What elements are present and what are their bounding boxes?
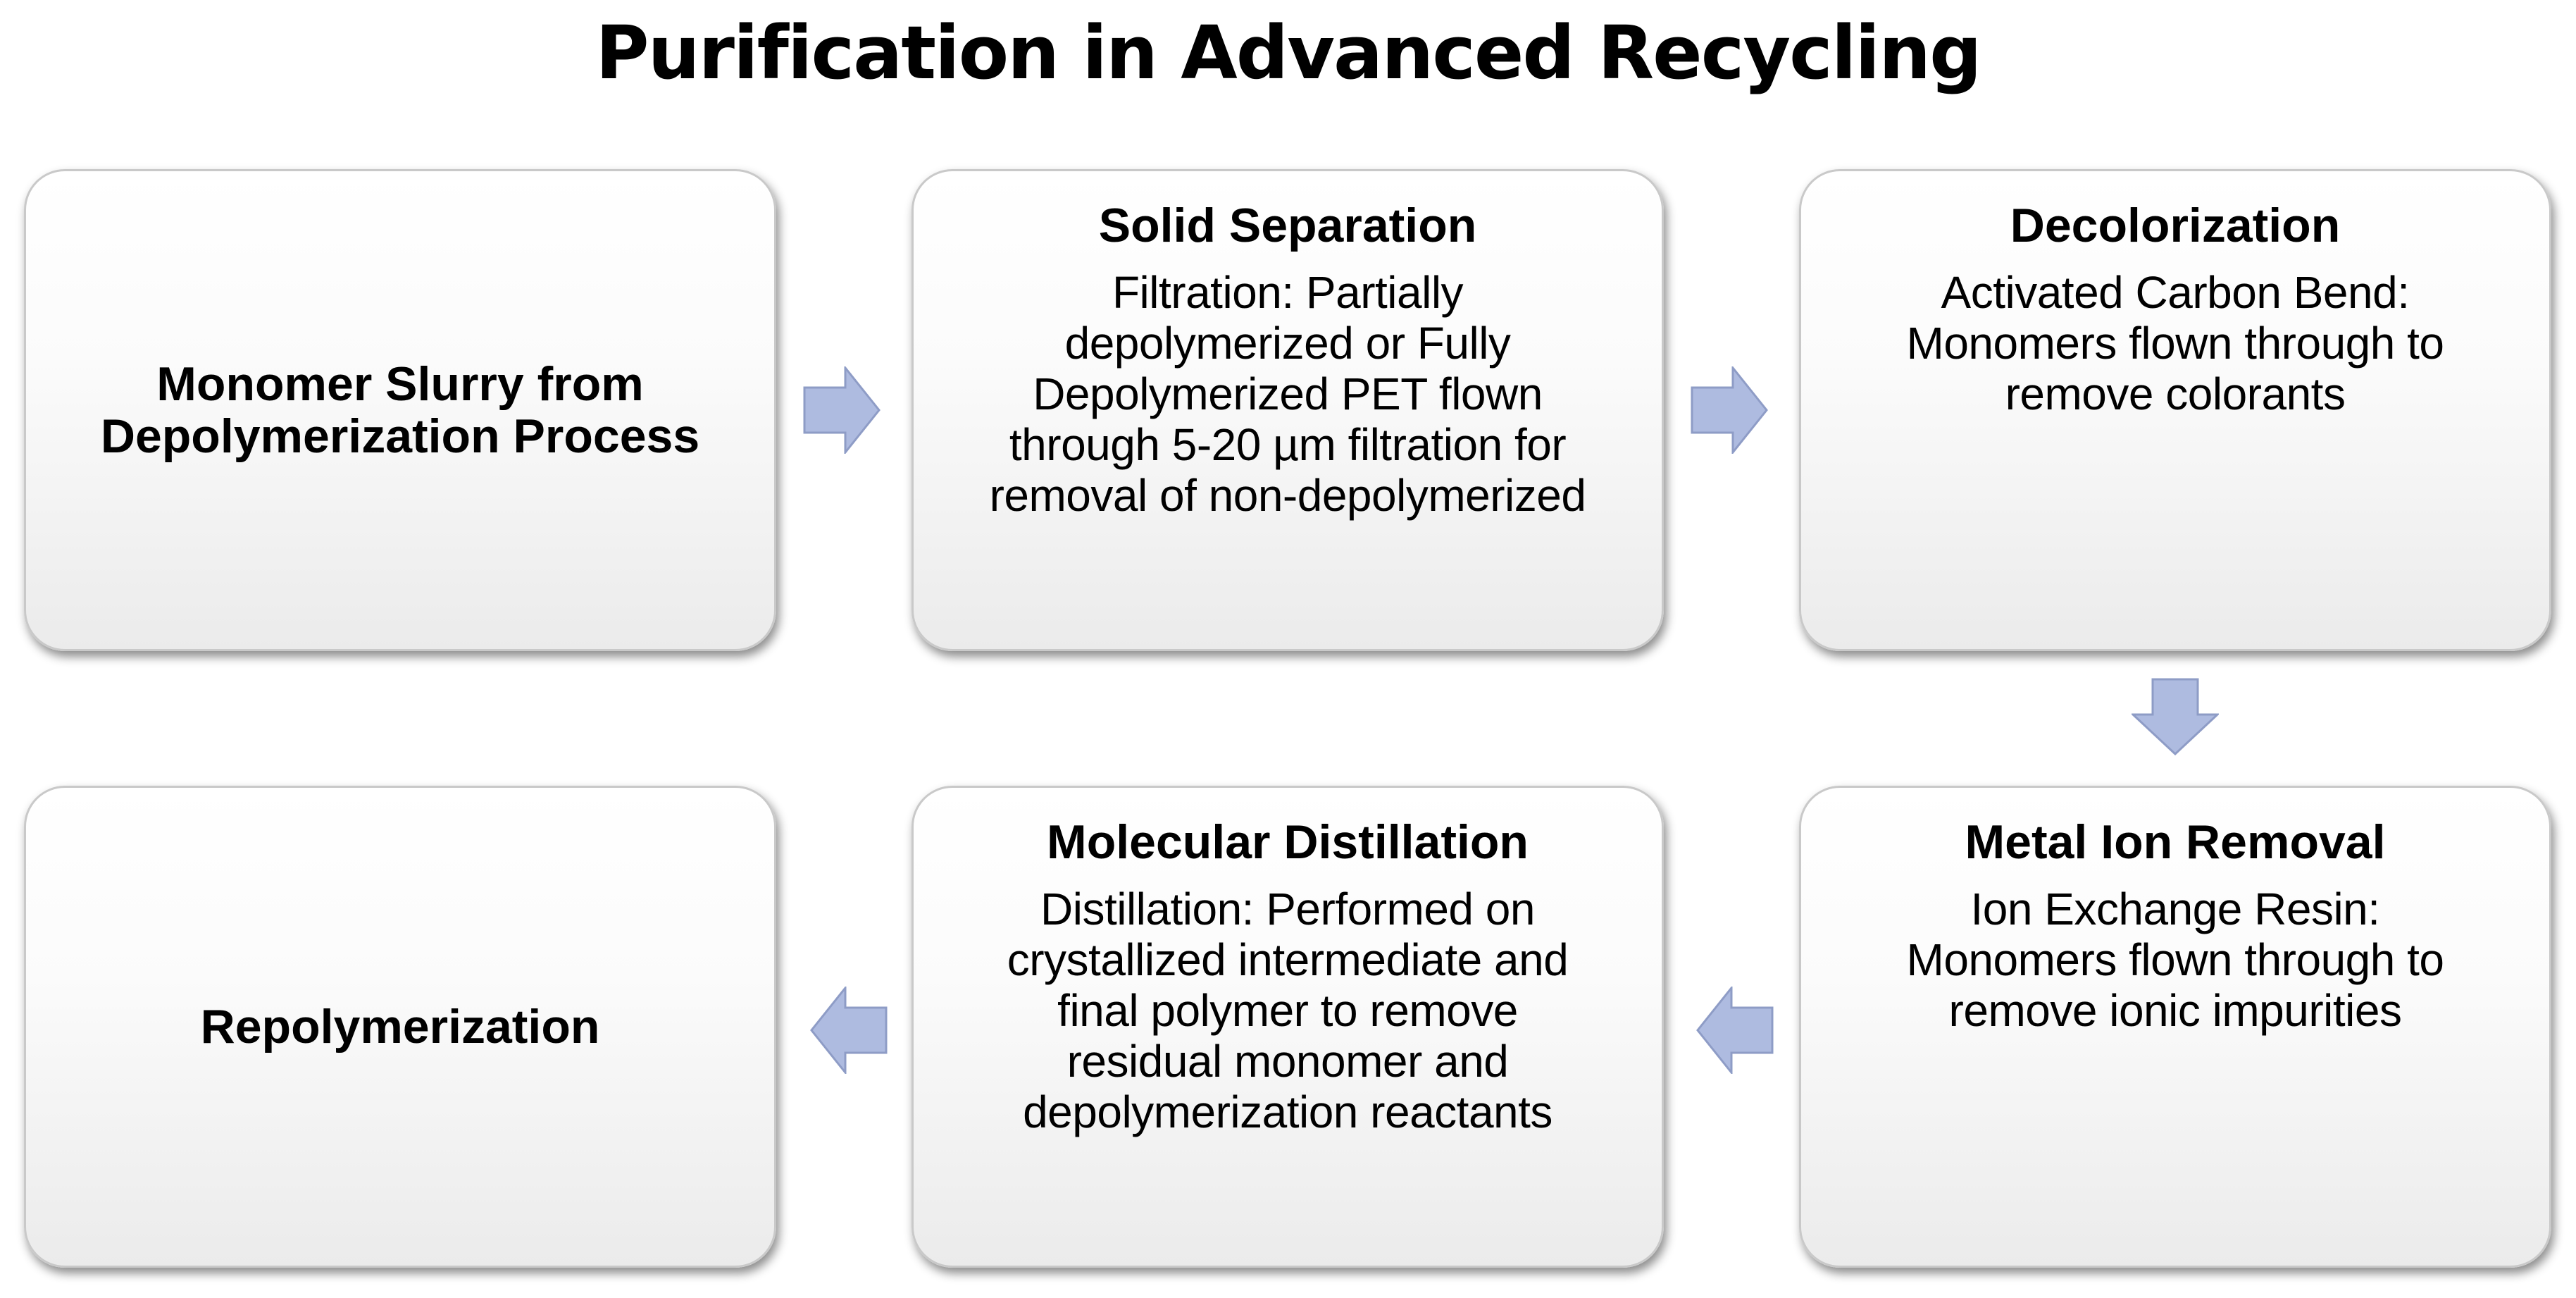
node-solid-separation-body: Filtration: Partially depolymerized or F…	[989, 267, 1586, 521]
arrow-right-icon	[1691, 366, 1768, 454]
node-molecular-distillation-title: Molecular Distillation	[1047, 815, 1529, 869]
node-monomer-slurry-title: Monomer Slurry from Depolymerization Pro…	[100, 357, 700, 463]
arrow-left-icon	[1696, 987, 1774, 1074]
node-metal-ion-removal: Metal Ion Removal Ion Exchange Resin: Mo…	[1799, 786, 2551, 1268]
node-decolorization-body: Activated Carbon Bend: Monomers flown th…	[1906, 267, 2445, 419]
node-repolymerization-title: Repolymerization	[200, 1000, 600, 1053]
node-molecular-distillation: Molecular Distillation Distillation: Per…	[911, 786, 1664, 1268]
arrow-left-icon	[810, 987, 888, 1074]
node-repolymerization: Repolymerization	[24, 786, 776, 1268]
arrow-down-icon	[2132, 678, 2219, 755]
node-metal-ion-removal-title: Metal Ion Removal	[1965, 815, 2386, 869]
node-solid-separation-title: Solid Separation	[1098, 199, 1477, 252]
node-monomer-slurry: Monomer Slurry from Depolymerization Pro…	[24, 169, 776, 651]
diagram-title: Purification in Advanced Recycling	[595, 10, 1981, 96]
arrow-right-icon	[803, 366, 881, 454]
node-decolorization-title: Decolorization	[2010, 199, 2341, 252]
node-solid-separation: Solid Separation Filtration: Partially d…	[911, 169, 1664, 651]
node-molecular-distillation-body: Distillation: Performed on crystallized …	[1007, 884, 1569, 1137]
node-metal-ion-removal-body: Ion Exchange Resin: Monomers flown throu…	[1906, 884, 2445, 1036]
node-decolorization: Decolorization Activated Carbon Bend: Mo…	[1799, 169, 2551, 651]
